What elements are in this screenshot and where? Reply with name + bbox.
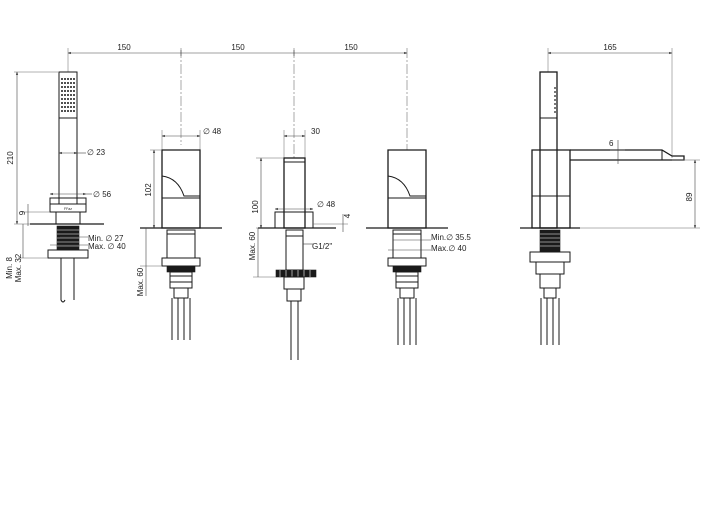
shower-nozzle-dots bbox=[61, 78, 75, 112]
dim-spout-base-diameter: ∅ 48 bbox=[317, 200, 336, 209]
dim-spout-height: 100 bbox=[251, 200, 260, 214]
dim-deck-max: Max. 32 bbox=[14, 253, 23, 282]
dim-spout-gap: 4 bbox=[343, 213, 352, 218]
dim-hole-max: Max. ∅ 40 bbox=[88, 242, 126, 251]
dim-holder-diameter: ∅ 56 bbox=[93, 190, 112, 199]
dim-hole-min: Min. ∅ 27 bbox=[88, 234, 124, 243]
dim-spacing-2: 150 bbox=[231, 43, 245, 52]
dim-holder-height: 9 bbox=[18, 210, 27, 215]
dim-handle-deck: Max. 60 bbox=[136, 267, 145, 296]
dim-deck-min: Min. 8 bbox=[5, 257, 14, 279]
spout-front-view: 30 100 ∅ 48 4 G1/2" Max. 60 bbox=[248, 127, 352, 360]
dim-handle-body-diameter: ∅ 48 bbox=[203, 127, 222, 136]
dim-spout-deck: Max. 60 bbox=[248, 231, 257, 260]
dim-diverter-hole-min: Min.∅ 35.5 bbox=[431, 233, 471, 242]
dim-spacing-3: 150 bbox=[344, 43, 358, 52]
dim-side-reach: 165 bbox=[603, 43, 617, 52]
dim-hand-shower-length: 210 bbox=[6, 151, 15, 165]
dim-side-spout-height: 89 bbox=[685, 192, 694, 201]
dim-spout-width: 30 bbox=[311, 127, 320, 136]
side-nozzle-dots bbox=[554, 87, 556, 113]
holder-brand-mark: FFaz bbox=[64, 207, 72, 211]
dim-side-spout-thickness: 6 bbox=[609, 139, 614, 148]
side-view: 6 89 bbox=[520, 71, 700, 345]
dim-handle-height: 102 bbox=[144, 183, 153, 197]
dim-spout-thread: G1/2" bbox=[312, 242, 332, 251]
dim-diverter-hole-max: Max.∅ 40 bbox=[431, 244, 467, 253]
dim-handle-diameter: ∅ 23 bbox=[87, 148, 106, 157]
mixer-handle-view: ∅ 48 102 Max. 60 bbox=[136, 127, 222, 340]
hand-shower-view: 210 ∅ 23 FFaz ∅ 56 9 bbox=[5, 71, 126, 303]
top-spacing-dimensions: 150 150 150 165 bbox=[67, 43, 673, 160]
dim-spacing-1: 150 bbox=[117, 43, 131, 52]
diverter-view: Min.∅ 35.5 Max.∅ 40 bbox=[366, 149, 471, 345]
